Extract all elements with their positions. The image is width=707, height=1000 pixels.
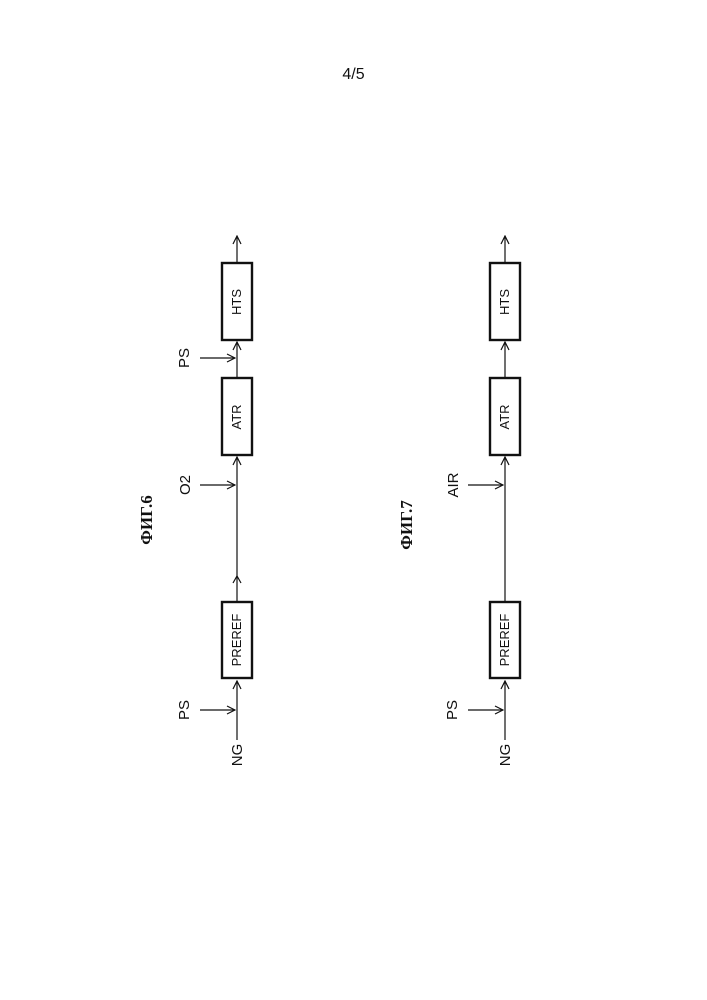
- figure-6-o2-label: O2: [177, 475, 194, 495]
- figure-6-ps2-label: PS: [176, 348, 193, 368]
- figure-6-atr-label: ATR: [229, 404, 244, 429]
- figure-6-preref-label: PREREF: [229, 614, 244, 667]
- figure-7-air-label: AIR: [445, 472, 462, 497]
- figure-7-atr-label: ATR: [497, 404, 512, 429]
- figure-6-hts-label: HTS: [229, 289, 244, 315]
- figure-7: ФИГ.7 NG PS PREREF AIR ATR HTS: [397, 236, 520, 766]
- figure-6-ng-label: NG: [229, 744, 246, 767]
- figure-6-ps1-label: PS: [176, 700, 193, 720]
- figure-7-ng-label: NG: [497, 744, 514, 767]
- figure-7-caption: ФИГ.7: [397, 500, 416, 550]
- figure-6-caption: ФИГ.6: [137, 495, 156, 544]
- figure-7-preref-label: PREREF: [497, 614, 512, 667]
- figure-6: ФИГ.6 NG PS PREREF O2 ATR PS HTS: [137, 236, 252, 766]
- figure-7-ps1-label: PS: [444, 700, 461, 720]
- figure-7-hts-label: HTS: [497, 289, 512, 315]
